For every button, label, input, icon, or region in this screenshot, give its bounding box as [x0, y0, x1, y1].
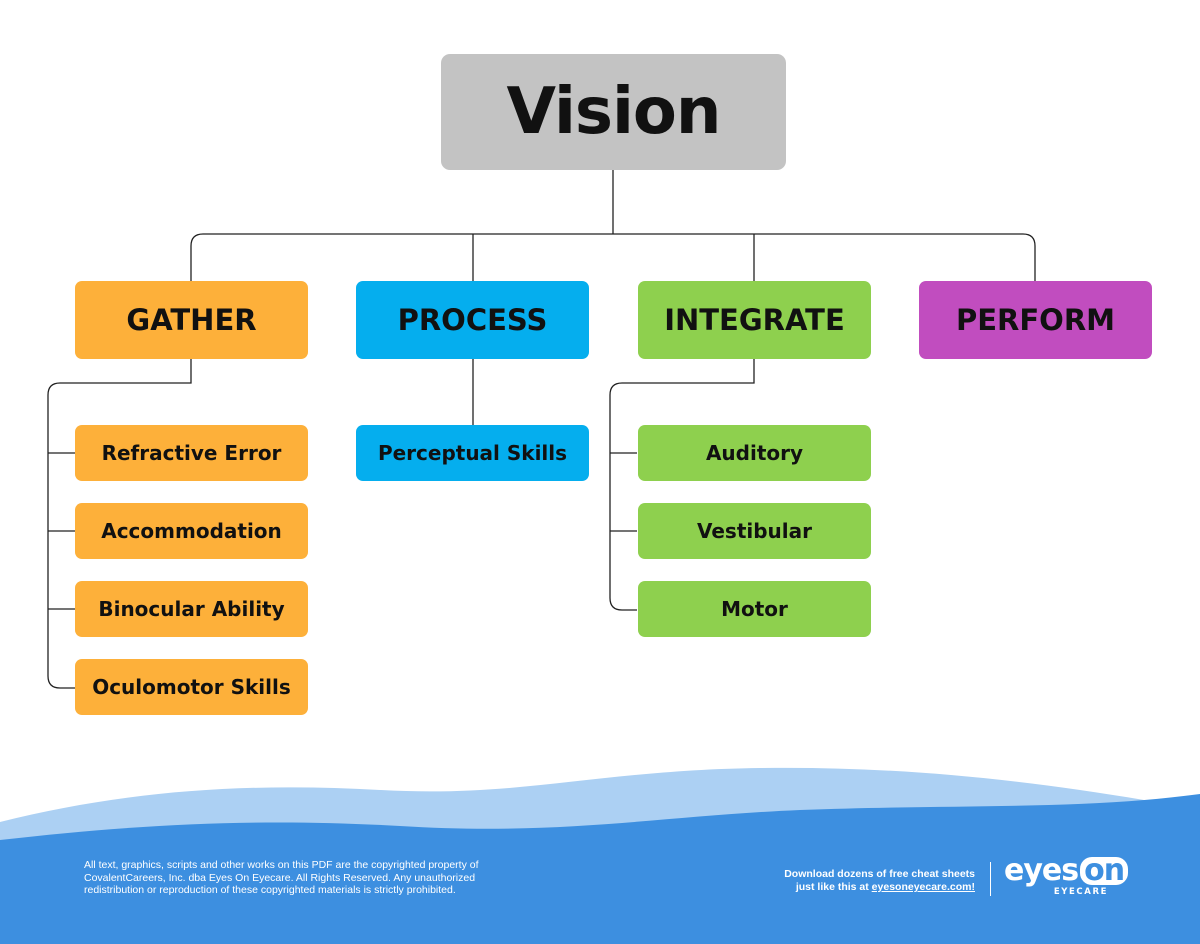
download-line-2-prefix: just like this at [795, 881, 872, 893]
root-node-vision: Vision [441, 54, 786, 170]
copyright-notice: All text, graphics, scripts and other wo… [84, 859, 479, 896]
node-perceptual-skills: Perceptual Skills [356, 425, 589, 481]
node-motor: Motor [638, 581, 871, 637]
download-link[interactable]: eyesoneyecare.com! [871, 881, 975, 893]
logo-word-eyes: eyes [1004, 853, 1079, 888]
node-oculomotor-skills: Oculomotor Skills [75, 659, 308, 715]
download-line-2: just like this at eyesoneyecare.com! [784, 881, 975, 894]
category-process: PROCESS [356, 281, 589, 359]
footer-wave [0, 767, 1200, 944]
node-refractive-error: Refractive Error [75, 425, 308, 481]
node-vestibular: Vestibular [638, 503, 871, 559]
logo-subtitle: EYECARE [1053, 887, 1108, 897]
logo-word-on: on [1080, 856, 1129, 886]
download-notice: Download dozens of free cheat sheets jus… [784, 868, 975, 894]
node-auditory: Auditory [638, 425, 871, 481]
download-line-1: Download dozens of free cheat sheets [784, 868, 975, 880]
connector-lines [47, 170, 1036, 689]
node-accommodation: Accommodation [75, 503, 308, 559]
category-gather: GATHER [75, 281, 308, 359]
category-perform: PERFORM [919, 281, 1152, 359]
node-binocular-ability: Binocular Ability [75, 581, 308, 637]
category-integrate: INTEGRATE [638, 281, 871, 359]
footer-divider [990, 862, 991, 896]
eyes-on-eyecare-logo: eyes on EYECARE [1004, 853, 1129, 897]
